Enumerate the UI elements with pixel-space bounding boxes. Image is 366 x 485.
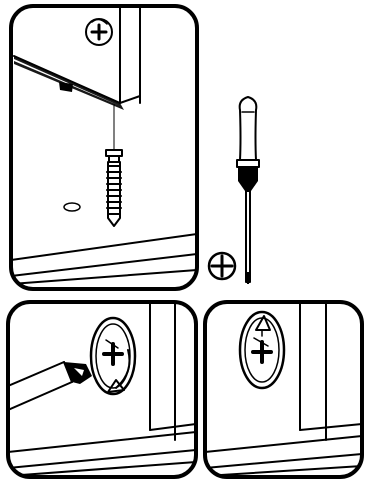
dowel-screw-into-cabinet-panel bbox=[11, 0, 197, 289]
cam-lock-locked-panel bbox=[205, 302, 362, 477]
dowel-screw-icon bbox=[106, 150, 122, 226]
screwdriver-shaft-icon bbox=[8, 362, 92, 410]
screw-hole-icon bbox=[64, 203, 80, 211]
phillips-screwdriver-icon bbox=[237, 97, 259, 284]
cam-lock-tighten-panel bbox=[8, 302, 196, 477]
phillips-cross-icon bbox=[209, 253, 235, 279]
cam-screw-head-icon bbox=[86, 19, 112, 45]
cam-lock-icon bbox=[240, 312, 284, 388]
